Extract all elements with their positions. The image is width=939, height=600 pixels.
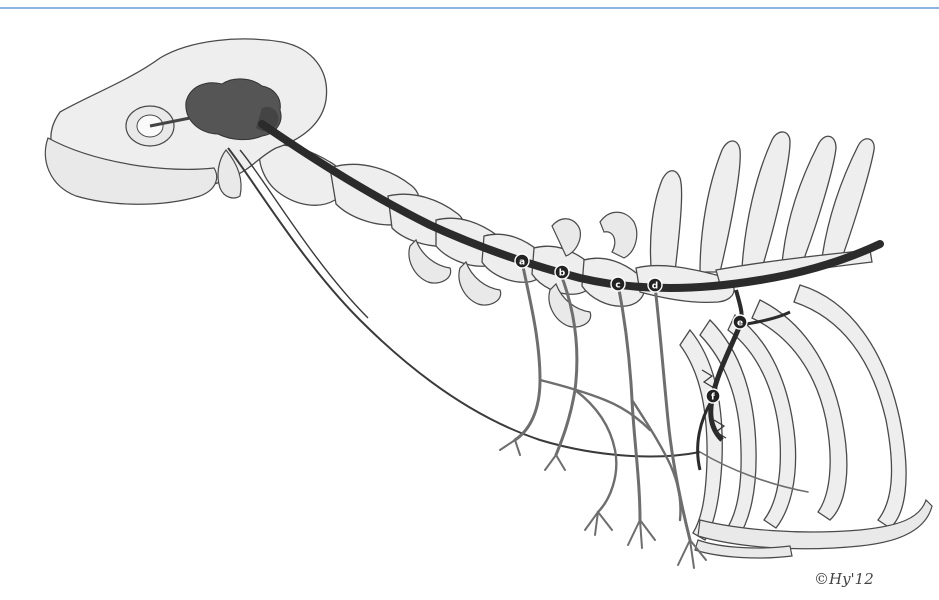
plexus-branch-1 <box>585 512 612 535</box>
plexus-root-c <box>618 284 640 520</box>
label-a: a <box>519 258 525 268</box>
label-f: f <box>711 393 715 403</box>
label-e: e <box>737 319 743 329</box>
artist-signature: ©Hy'12 <box>814 570 874 588</box>
plexus-branch-4 <box>500 440 520 455</box>
plexus-branch-2 <box>628 520 655 548</box>
spine-t3 <box>742 132 790 268</box>
label-marker-b: b <box>555 265 569 279</box>
label-c: c <box>615 281 620 291</box>
spine-t1 <box>650 171 681 280</box>
label-marker-f: f <box>706 389 720 403</box>
label-d: d <box>652 282 658 292</box>
rib-6 <box>794 285 906 528</box>
dorsal-process-c7 <box>600 212 637 258</box>
plexus-branch-5 <box>545 455 565 470</box>
rib-5 <box>752 300 847 520</box>
plexus-root-a <box>515 262 540 440</box>
label-marker-c: c <box>611 277 625 291</box>
label-marker-d: d <box>648 278 662 292</box>
label-marker-e: e <box>733 315 747 329</box>
plexus-root-d <box>655 286 690 540</box>
label-b: b <box>559 269 566 279</box>
rib-cage <box>680 285 932 558</box>
label-marker-a: a <box>515 254 529 268</box>
spine-t2 <box>700 141 740 272</box>
